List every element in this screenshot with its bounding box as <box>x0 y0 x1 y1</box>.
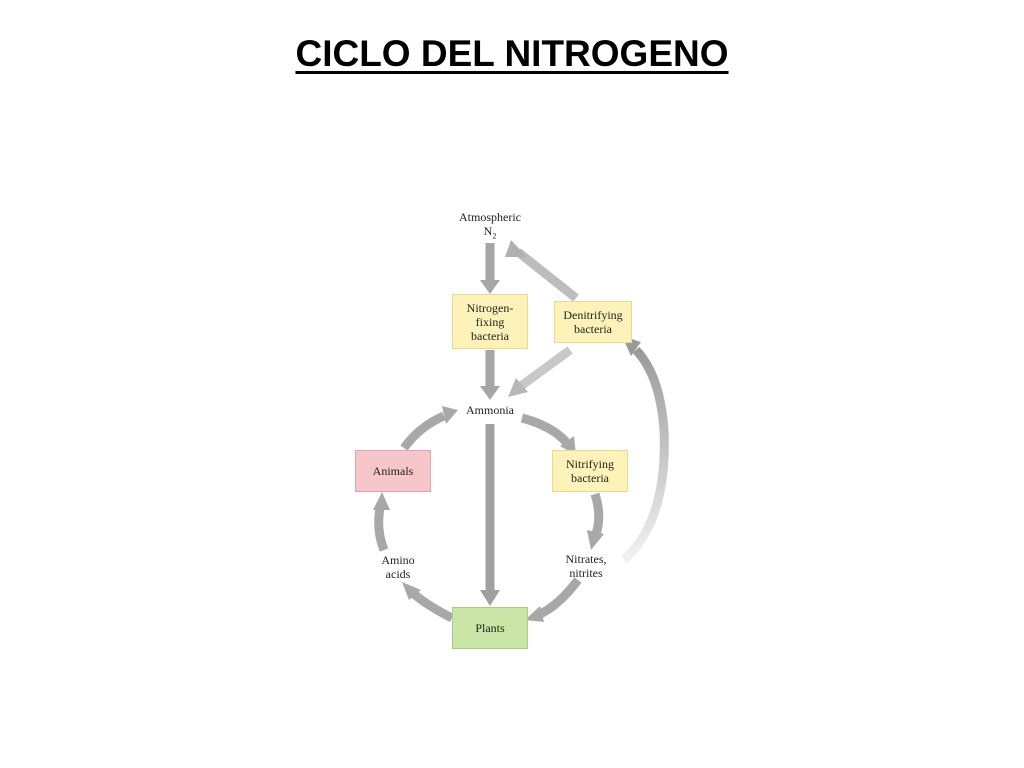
animals-text: Animals <box>372 464 414 478</box>
nitrifying-bacteria-box: Nitrifying bacteria <box>552 450 628 492</box>
nitrates-nitrites-label: Nitrates, nitrites <box>546 552 626 580</box>
arrowhead <box>402 582 421 600</box>
arrowhead <box>480 386 500 400</box>
arrow-nitrates-to-plants <box>538 577 582 619</box>
denitrifying-line1: Denitrifying <box>563 308 623 322</box>
fixing-line2: fixing <box>475 314 505 329</box>
title-text: CICLO DEL NITROGENO <box>295 33 729 74</box>
amino-line1: Amino <box>381 553 415 567</box>
nitrifying-line2: bacteria <box>571 471 609 485</box>
nitrogen-fixing-bacteria-box: Nitrogen- fixing bacteria <box>452 294 528 349</box>
nitrates-line2: nitrites <box>569 566 603 580</box>
atmospheric-line1: Atmospheric <box>459 210 521 224</box>
fixing-line3: bacteria <box>471 328 509 343</box>
denitrifying-bacteria-box: Denitrifying bacteria <box>554 301 632 343</box>
nitrates-line1: Nitrates, <box>565 552 607 566</box>
arrow-nitrifying-to-nitrates <box>590 492 604 536</box>
n2-line: N2 <box>447 224 533 243</box>
arrow-plants-to-amino <box>411 590 455 623</box>
arrowhead <box>480 590 500 606</box>
arrow-animals-to-ammonia <box>400 411 446 451</box>
nitrifying-line1: Nitrifying <box>566 457 614 471</box>
denitrifying-line2: bacteria <box>574 322 612 336</box>
arrow-amino-to-animals <box>374 507 389 552</box>
arrow-ammonia-to-nitrifying <box>520 413 570 446</box>
n-symbol: N <box>483 224 493 238</box>
arrowhead <box>587 530 604 550</box>
arrowhead <box>508 378 528 397</box>
fixing-line1: Nitrogen- <box>466 300 514 315</box>
arrowhead <box>525 606 544 622</box>
arrowhead <box>480 280 500 294</box>
arrow-nitrates-to-denitrifying <box>620 346 669 564</box>
arrowhead <box>505 240 527 257</box>
n-subscript: 2 <box>492 231 497 241</box>
page-title: CICLO DEL NITROGENO <box>0 33 1024 75</box>
plants-text: Plants <box>475 621 505 635</box>
arrowhead <box>442 406 458 424</box>
amino-line2: acids <box>385 567 411 581</box>
plants-box: Plants <box>452 607 528 649</box>
amino-acids-label: Amino acids <box>360 553 436 581</box>
arrow-denitrifying-to-ammonia <box>518 346 573 390</box>
arrowhead <box>373 492 390 510</box>
arrow-denitrifying-to-atmosphere <box>515 248 579 302</box>
animals-box: Animals <box>355 450 431 492</box>
ammonia-text: Ammonia <box>466 403 514 417</box>
atmospheric-n2-label: Atmospheric N2 <box>447 210 533 243</box>
ammonia-label: Ammonia <box>452 403 528 417</box>
